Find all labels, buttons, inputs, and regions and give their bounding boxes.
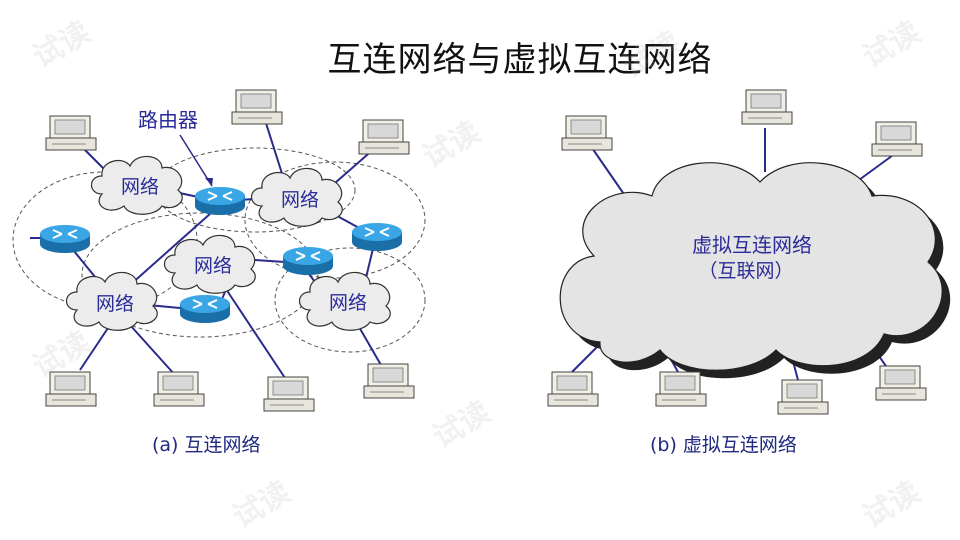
router-callout-pointer	[179, 134, 213, 187]
page-title: 互连网络与虚拟互连网络	[327, 40, 713, 80]
computer-icon	[45, 371, 97, 407]
caption-b: (b) 虚拟互连网络	[650, 434, 797, 456]
network-cloud-4: 网络	[65, 271, 158, 331]
computer-icon	[875, 365, 927, 401]
router-icon	[194, 186, 246, 216]
network-cloud-2: 网络	[250, 167, 343, 227]
router-icon	[282, 246, 334, 276]
caption-a: (a) 互连网络	[152, 434, 261, 456]
network-label: 网络	[96, 293, 134, 315]
computer-icon	[561, 115, 613, 151]
computer-icon	[777, 379, 829, 415]
interconnected-network-panel: 网络 网络 网络 网络 网络 路由器	[12, 89, 426, 456]
virtual-network-panel: 虚拟互连网络 （互联网） (b) 虚拟互连网络	[547, 89, 951, 456]
cloud-title: 虚拟互连网络	[692, 233, 812, 257]
router-icon	[351, 222, 403, 252]
network-cloud-1: 网络	[90, 155, 183, 215]
network-label: 网络	[281, 189, 319, 211]
computer-icon	[153, 371, 205, 407]
router-icon	[179, 294, 231, 324]
network-label: 网络	[329, 292, 367, 314]
computer-icon	[45, 115, 97, 151]
computer-icon	[363, 363, 415, 399]
cloud-subtitle: （互联网）	[698, 260, 793, 282]
computer-icon	[358, 119, 410, 155]
network-cloud-3: 网络	[163, 234, 256, 294]
cloud-icon	[559, 162, 943, 371]
computer-icon	[547, 371, 599, 407]
network-label: 网络	[194, 255, 232, 277]
computer-icon	[231, 89, 283, 125]
router-icon	[39, 224, 91, 254]
router-callout-label: 路由器	[138, 108, 198, 132]
computer-icon	[655, 371, 707, 407]
network-label: 网络	[121, 176, 159, 198]
computer-icon	[871, 121, 923, 157]
network-cloud-5: 网络	[298, 271, 391, 331]
computer-icon	[741, 89, 793, 125]
computer-icon	[263, 376, 315, 412]
